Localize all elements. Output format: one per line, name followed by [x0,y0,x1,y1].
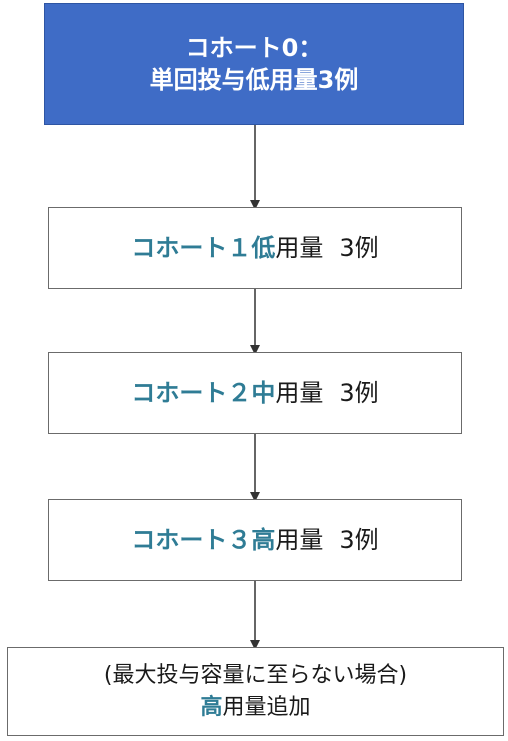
cohort-2-level: 中 [251,378,276,407]
condition-note: (最大投与容量に至らない場合) [103,662,408,688]
cohort-3-dose-suffix: 用量 [275,525,324,554]
additional-dose-suffix: 用量追加 [222,694,311,720]
cohort-3-label: コホート３ [131,525,252,554]
cohort-1-line: コホート１低用量 3例 [131,232,378,264]
cohort-3-count: 3例 [339,525,379,554]
cohort-2-label: コホート２ [131,378,252,407]
cohort-1-count: 3例 [339,233,379,262]
cohort-3-line: コホート３高用量 3例 [131,524,378,556]
cohort-3-level: 高 [251,525,276,554]
cohort-2-count: 3例 [339,378,379,407]
cohort-0-title: コホート0： [185,33,323,62]
additional-dose-level: 高 [200,694,223,720]
cohort-1-box: コホート１低用量 3例 [48,207,462,289]
cohort-0-box: コホート0： 単回投与低用量3例 [44,3,464,125]
cohort-0-description: 単回投与低用量3例 [149,66,359,94]
additional-dose-line: 高用量追加 [200,692,310,724]
cohort-1-dose-suffix: 用量 [275,233,324,262]
cohort-2-box: コホート２中用量 3例 [48,352,462,434]
additional-high-dose-box: (最大投与容量に至らない場合) 高用量追加 [7,647,504,736]
cohort-2-line: コホート２中用量 3例 [131,377,378,409]
cohort-1-label: コホート１ [131,233,252,262]
cohort-3-box: コホート３高用量 3例 [48,499,462,581]
cohort-2-dose-suffix: 用量 [275,378,324,407]
cohort-1-level: 低 [251,233,276,262]
